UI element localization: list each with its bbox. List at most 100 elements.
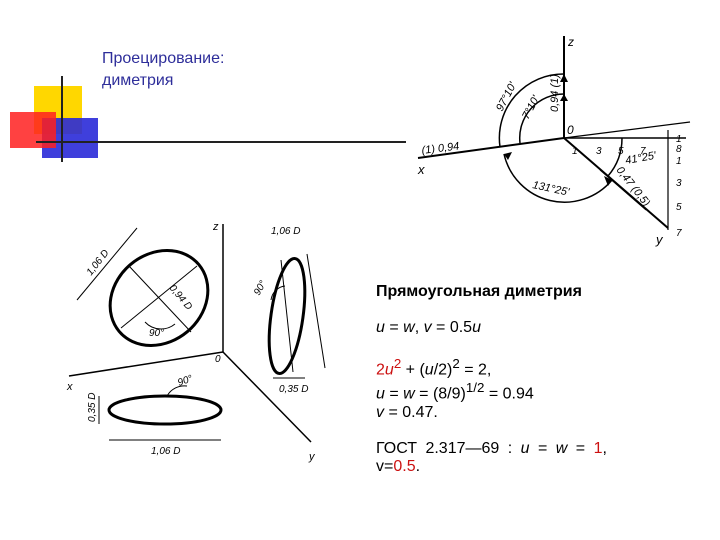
angle-97: 97°10' [494,80,520,114]
text-run: = 0.47. [384,403,438,421]
x-axis [68,351,224,377]
var-v: v [423,319,432,336]
reference-line-upper [563,121,691,139]
arc-7deg [518,93,565,144]
arrow-head [604,176,612,186]
axis-label-x: x [66,381,73,393]
front-minor-label: 0,94 D [167,283,194,313]
text-run: = [529,439,556,457]
bottom-major-label: 1,06 D [151,446,180,457]
y-axis [222,351,312,443]
text-run: /2) [433,361,453,379]
var-w: w [403,385,415,403]
formula-line-1: u = w, v = 0.5u [376,319,676,337]
spacer [376,301,676,319]
slide-decoration [10,76,406,162]
axis-label-z: z [567,35,574,49]
origin-label: 0 [567,123,574,137]
arc-131deg [503,153,613,203]
value-half: 0.5 [393,457,416,475]
formula-line-4: v = 0.47. [376,404,676,422]
front-dim-line [76,227,138,301]
side-minor-label: 0,35 D [279,384,308,395]
front-angle-arc [144,321,176,330]
superscript: 2 [393,356,402,371]
text-run: = [384,319,404,336]
dim-line-y [599,169,647,211]
spacer [376,337,676,355]
var-u: u [424,361,434,379]
formula-line-6: v=0.5. [376,458,676,476]
formula-line-2: 2u2 + (u/2)2 = 2, [376,355,676,379]
formula-line-3: u = w = (8/9)1/2 = 0.94 [376,379,676,403]
y-axis [563,137,669,229]
side-major-label: 1,06 D [271,226,300,237]
scale-h-5: 5 [618,146,624,157]
scale-v-5: 5 [676,202,682,213]
z-coefficient: 0,94 (1) [549,74,561,112]
superscript: 1/2 [465,380,485,396]
scale-top-1b: 1 [676,156,682,167]
gost-line: ГОСТ 2.317—69 : u = w = 1, [376,440,676,458]
text-run: = [567,439,594,457]
arrow-head [560,74,568,82]
text-run: = [384,385,404,403]
var-u: u [520,439,530,457]
value-one: 1 [593,439,603,457]
dimetric-circles-diagram: z x y 0 1,06 D 0,94 D 90° 1,06 D 0,35 D … [66,221,326,463]
angle-7: 7°10' [520,93,543,121]
side-angle-arc [270,285,286,301]
text-run: ГОСТ 2.317—69 : [376,439,521,457]
axis-label-y: y [308,451,316,463]
title-line-1: Проецирование: [102,50,225,67]
scale-h-1: 1 [572,146,578,157]
front-major-axis [120,265,198,329]
arrow-head [504,152,512,160]
var-u: u [472,319,481,336]
scale-v-3: 3 [676,178,682,189]
x-axis [417,137,565,159]
dimetric-axes-diagram: z x y 0 (1) 0,94 0,94 (1) 0,47 (0,5) 97°… [417,35,691,247]
scale-h-7: 7 [640,146,646,157]
axis-label-x: x [417,162,425,177]
arc-41deg [607,137,623,177]
var-u: u [376,319,385,336]
text-run: , [414,319,424,336]
arc-97deg [498,73,565,148]
arrow-head [560,94,568,101]
var-u: u [376,385,385,403]
text-run: = 0.94 [484,385,534,403]
side-ellipse [267,257,307,375]
coef-2: 2 [376,361,385,379]
angle-41: 41°25' [624,150,657,167]
side-angle-label: 90° [252,279,269,298]
var-w: w [403,319,415,336]
var-w: w [555,439,568,457]
var-u: u [384,361,394,379]
slide-title: Проецирование: диметрия [102,48,224,92]
text-run: = 0.5 [431,319,473,336]
text-run: , [602,439,607,457]
scale-h-3: 3 [596,146,602,157]
formula-text-block: Прямоугольная диметрия u = w, v = 0.5u 2… [376,283,676,476]
scale-v-7: 7 [676,228,682,239]
bottom-minor-label: 0,35 D [87,393,98,422]
bottom-angle-label: 90° [176,373,194,389]
text-run: . [415,457,421,475]
scale-top-8: 8 [676,144,682,155]
title-line-2: диметрия [102,72,174,89]
axis-label-z: z [212,221,219,233]
text-run: = (8/9) [414,385,466,403]
text-run: v= [376,457,394,475]
front-ellipse [108,249,210,347]
bottom-angle-arc [166,385,188,397]
front-minor-axis [128,265,192,333]
x-coefficient: (1) 0,94 [421,140,460,157]
axis-label-y: y [655,232,664,247]
text-run: + ( [401,361,425,379]
superscript: 2 [452,356,460,371]
section-heading: Прямоугольная диметрия [376,283,582,300]
text-run: = 2, [459,361,492,379]
bottom-ellipse [107,394,223,426]
side-major-axis [280,259,294,373]
